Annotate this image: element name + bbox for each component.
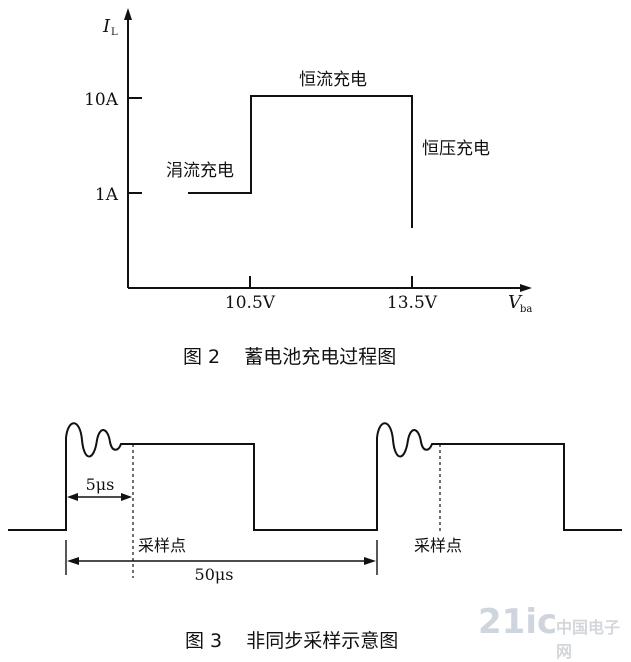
- charging-curve: [188, 95, 413, 228]
- x-axis-arrow: [520, 284, 532, 292]
- dimension-50us: [65, 540, 378, 575]
- y-axis-label: I: [102, 16, 111, 37]
- figure2-caption: 图 2 蓄电池充电过程图: [183, 346, 397, 368]
- x-tick-label-13-5v: 13.5V: [387, 293, 438, 313]
- stage-constant-current-label: 恒流充电: [299, 70, 367, 90]
- pulse-waveform: [8, 422, 622, 531]
- dimension-5us: [67, 493, 132, 501]
- x-tick-label-10-5v: 10.5V: [225, 293, 276, 313]
- pulse-width-label: 5μs: [86, 475, 115, 494]
- sample-point-label-2: 采样点: [414, 536, 462, 555]
- watermark-logo: 21ic: [478, 602, 558, 642]
- x-axis-label: V: [508, 292, 523, 313]
- y-tick-label-10a: 10A: [84, 90, 119, 110]
- stage-constant-voltage-label: 恒压充电: [422, 139, 490, 159]
- sample-point-label-1: 采样点: [138, 536, 186, 555]
- y-tick-label-1a: 1A: [95, 185, 119, 205]
- y-axis-subscript: L: [111, 27, 118, 38]
- figure2-chart: [124, 8, 532, 292]
- y-axis-arrow: [124, 8, 132, 20]
- figure3-waveform: [8, 422, 622, 531]
- period-label: 50μs: [195, 565, 234, 584]
- stage-trickle-label: 涓流充电: [166, 161, 234, 181]
- figure3-caption: 图 3 非同步采样示意图: [185, 630, 399, 652]
- x-axis-subscript: ba: [520, 304, 532, 315]
